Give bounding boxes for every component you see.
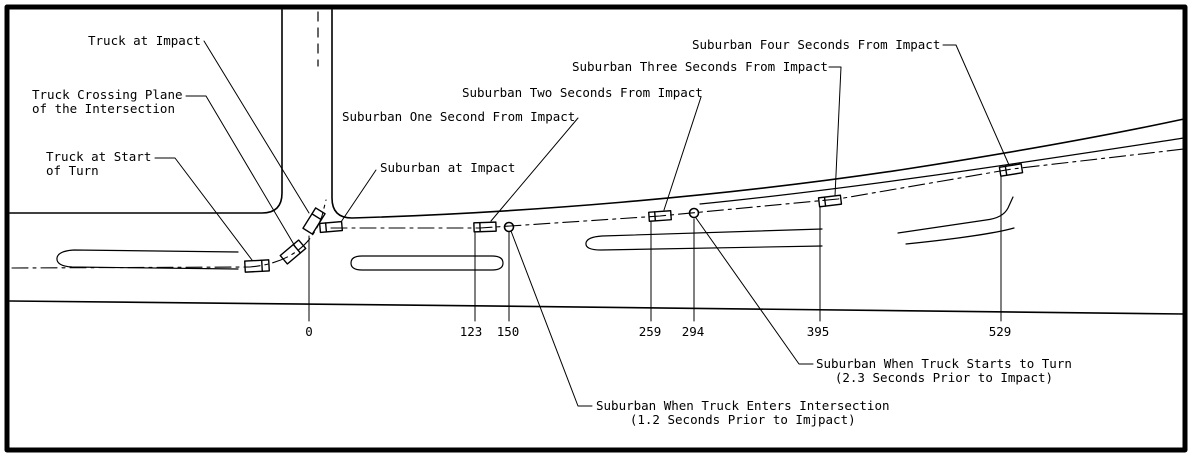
- median-marking-left: [56, 249, 239, 270]
- truck-travel-path: [11, 199, 327, 269]
- callout-suburban-when-truck-starts-turn: Suburban When Truck Starts to Turn (2.3 …: [816, 356, 1072, 385]
- callout-suburban-at-impact: Suburban at Impact: [380, 160, 516, 175]
- callout-suburban-three-seconds: Suburban Three Seconds From Impact: [572, 59, 828, 74]
- road-edge-bottom: [9, 300, 1185, 315]
- island-marking-center: [350, 255, 504, 271]
- callout-suburban-four-seconds: Suburban Four Seconds From Impact: [692, 37, 941, 52]
- median-marking-mid: [585, 228, 823, 251]
- leader-suburban-starts-turn: [695, 217, 814, 365]
- leader-truck-crossing-plane: [185, 95, 297, 249]
- suburban-at-impact-vehicle: [318, 220, 344, 234]
- callout-suburban-when-truck-enters: Suburban When Truck Enters Intersection …: [596, 398, 890, 427]
- distance-enters-intersection: 150: [496, 324, 520, 339]
- callout-suburban-two-seconds: Suburban Two Seconds From Impact: [462, 85, 703, 100]
- distance-three-seconds: 395: [806, 324, 830, 339]
- suburban-two-seconds-vehicle: [648, 210, 672, 222]
- leader-suburban-at-impact: [340, 169, 377, 223]
- suburban-travel-path: [330, 148, 1185, 229]
- suburban-truck-starts-turn-marker: [688, 207, 700, 219]
- leader-suburban-one-second: [490, 117, 579, 222]
- road-edge-top-right: [331, 9, 1185, 219]
- callout-suburban-one-second: Suburban One Second From Impact: [342, 109, 576, 124]
- suburban-three-seconds-vehicle: [817, 194, 843, 208]
- truck-at-start-vehicle: [244, 259, 270, 273]
- distance-impact: 0: [305, 324, 313, 339]
- distance-one-second: 123: [459, 324, 483, 339]
- lane-marking-hook: [897, 196, 1014, 234]
- callout-truck-at-impact: Truck at Impact: [88, 33, 201, 48]
- suburban-one-second-vehicle: [473, 221, 497, 233]
- callout-truck-at-start-of-turn: Truck at Start of Turn: [46, 149, 152, 178]
- leader-suburban-two-seconds: [663, 96, 702, 211]
- truck-at-impact-vehicle: [302, 207, 326, 235]
- sheet-border: [4, 4, 1188, 453]
- road-edge-top-left: [9, 9, 283, 214]
- leader-suburban-three-seconds: [828, 66, 842, 197]
- truck-crossing-plane-vehicle: [279, 239, 307, 265]
- lane-line-right: [699, 137, 1185, 205]
- leader-truck-at-start: [154, 157, 253, 261]
- distance-four-seconds: 529: [988, 324, 1012, 339]
- distance-two-seconds: 259: [638, 324, 662, 339]
- leader-truck-at-impact: [203, 40, 310, 214]
- leader-suburban-enters: [510, 230, 593, 407]
- suburban-four-seconds-vehicle: [998, 163, 1024, 177]
- distance-starts-turn: 294: [681, 324, 705, 339]
- lane-marking-hook-lower: [905, 227, 1015, 245]
- callout-truck-crossing-plane: Truck Crossing Plane of the Intersection: [32, 87, 183, 116]
- leader-suburban-four-seconds: [942, 44, 1010, 166]
- suburban-enters-intersection-marker: [503, 221, 515, 233]
